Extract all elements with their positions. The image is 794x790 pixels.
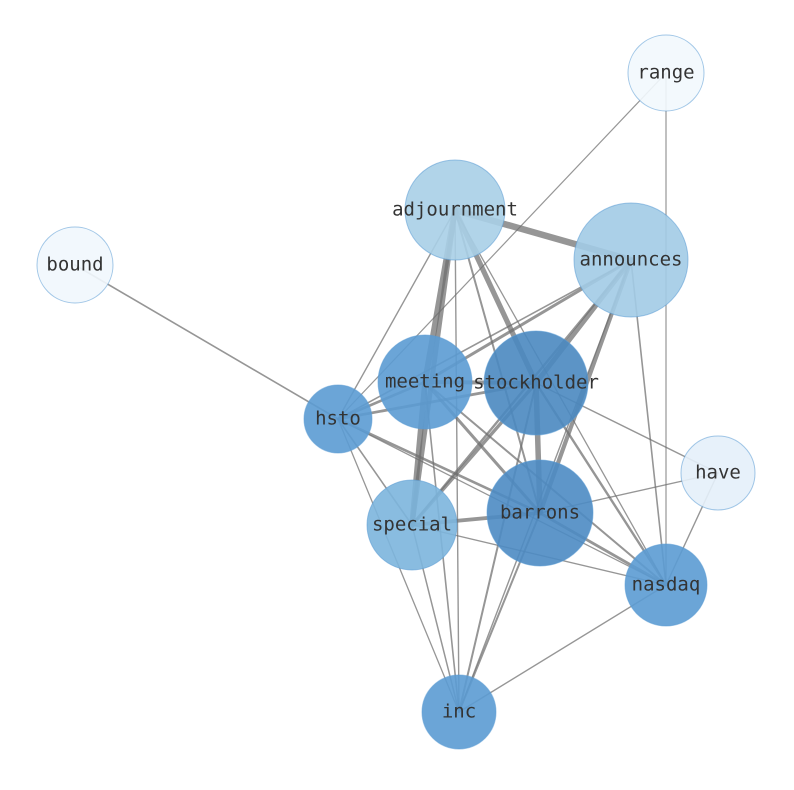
graph-node-bound[interactable] [36,226,114,304]
graph-node-stockholder[interactable] [483,330,589,436]
graph-node-hsto[interactable] [303,384,373,454]
graph-node-label-meeting: meeting [385,371,465,393]
graph-node-label-bound: bound [46,254,103,276]
graph-node-label-nasdaq: nasdaq [632,574,701,596]
graph-edge [74,264,339,420]
graph-node-label-inc: inc [442,701,476,723]
graph-node-label-barrons: barrons [500,502,580,524]
graph-node-label-range: range [637,62,694,84]
graph-edge [458,382,537,713]
graph-node-have[interactable] [680,435,756,511]
graph-node-label-adjournment: adjournment [392,199,518,221]
graph-node-label-hsto: hsto [315,408,361,430]
graph-node-special[interactable] [366,479,458,571]
label-layer: range adjournment announces bound meeting sto… [46,62,740,723]
graph-node-label-announces: announces [580,249,683,271]
graph-node-label-stockholder: stockholder [473,372,599,394]
graph-edge [454,209,460,713]
graph-node-inc[interactable] [421,674,497,750]
graph-node-nasdaq[interactable] [624,543,708,627]
node-layer [36,34,756,750]
graph-node-adjournment[interactable] [404,159,506,261]
graph-node-announces[interactable] [573,202,689,318]
graph-node-meeting[interactable] [377,334,473,430]
graph-node-label-have: have [695,462,741,484]
graph-node-barrons[interactable] [486,459,594,567]
graph-node-label-special: special [372,514,452,536]
graph-node-range[interactable] [627,34,705,112]
